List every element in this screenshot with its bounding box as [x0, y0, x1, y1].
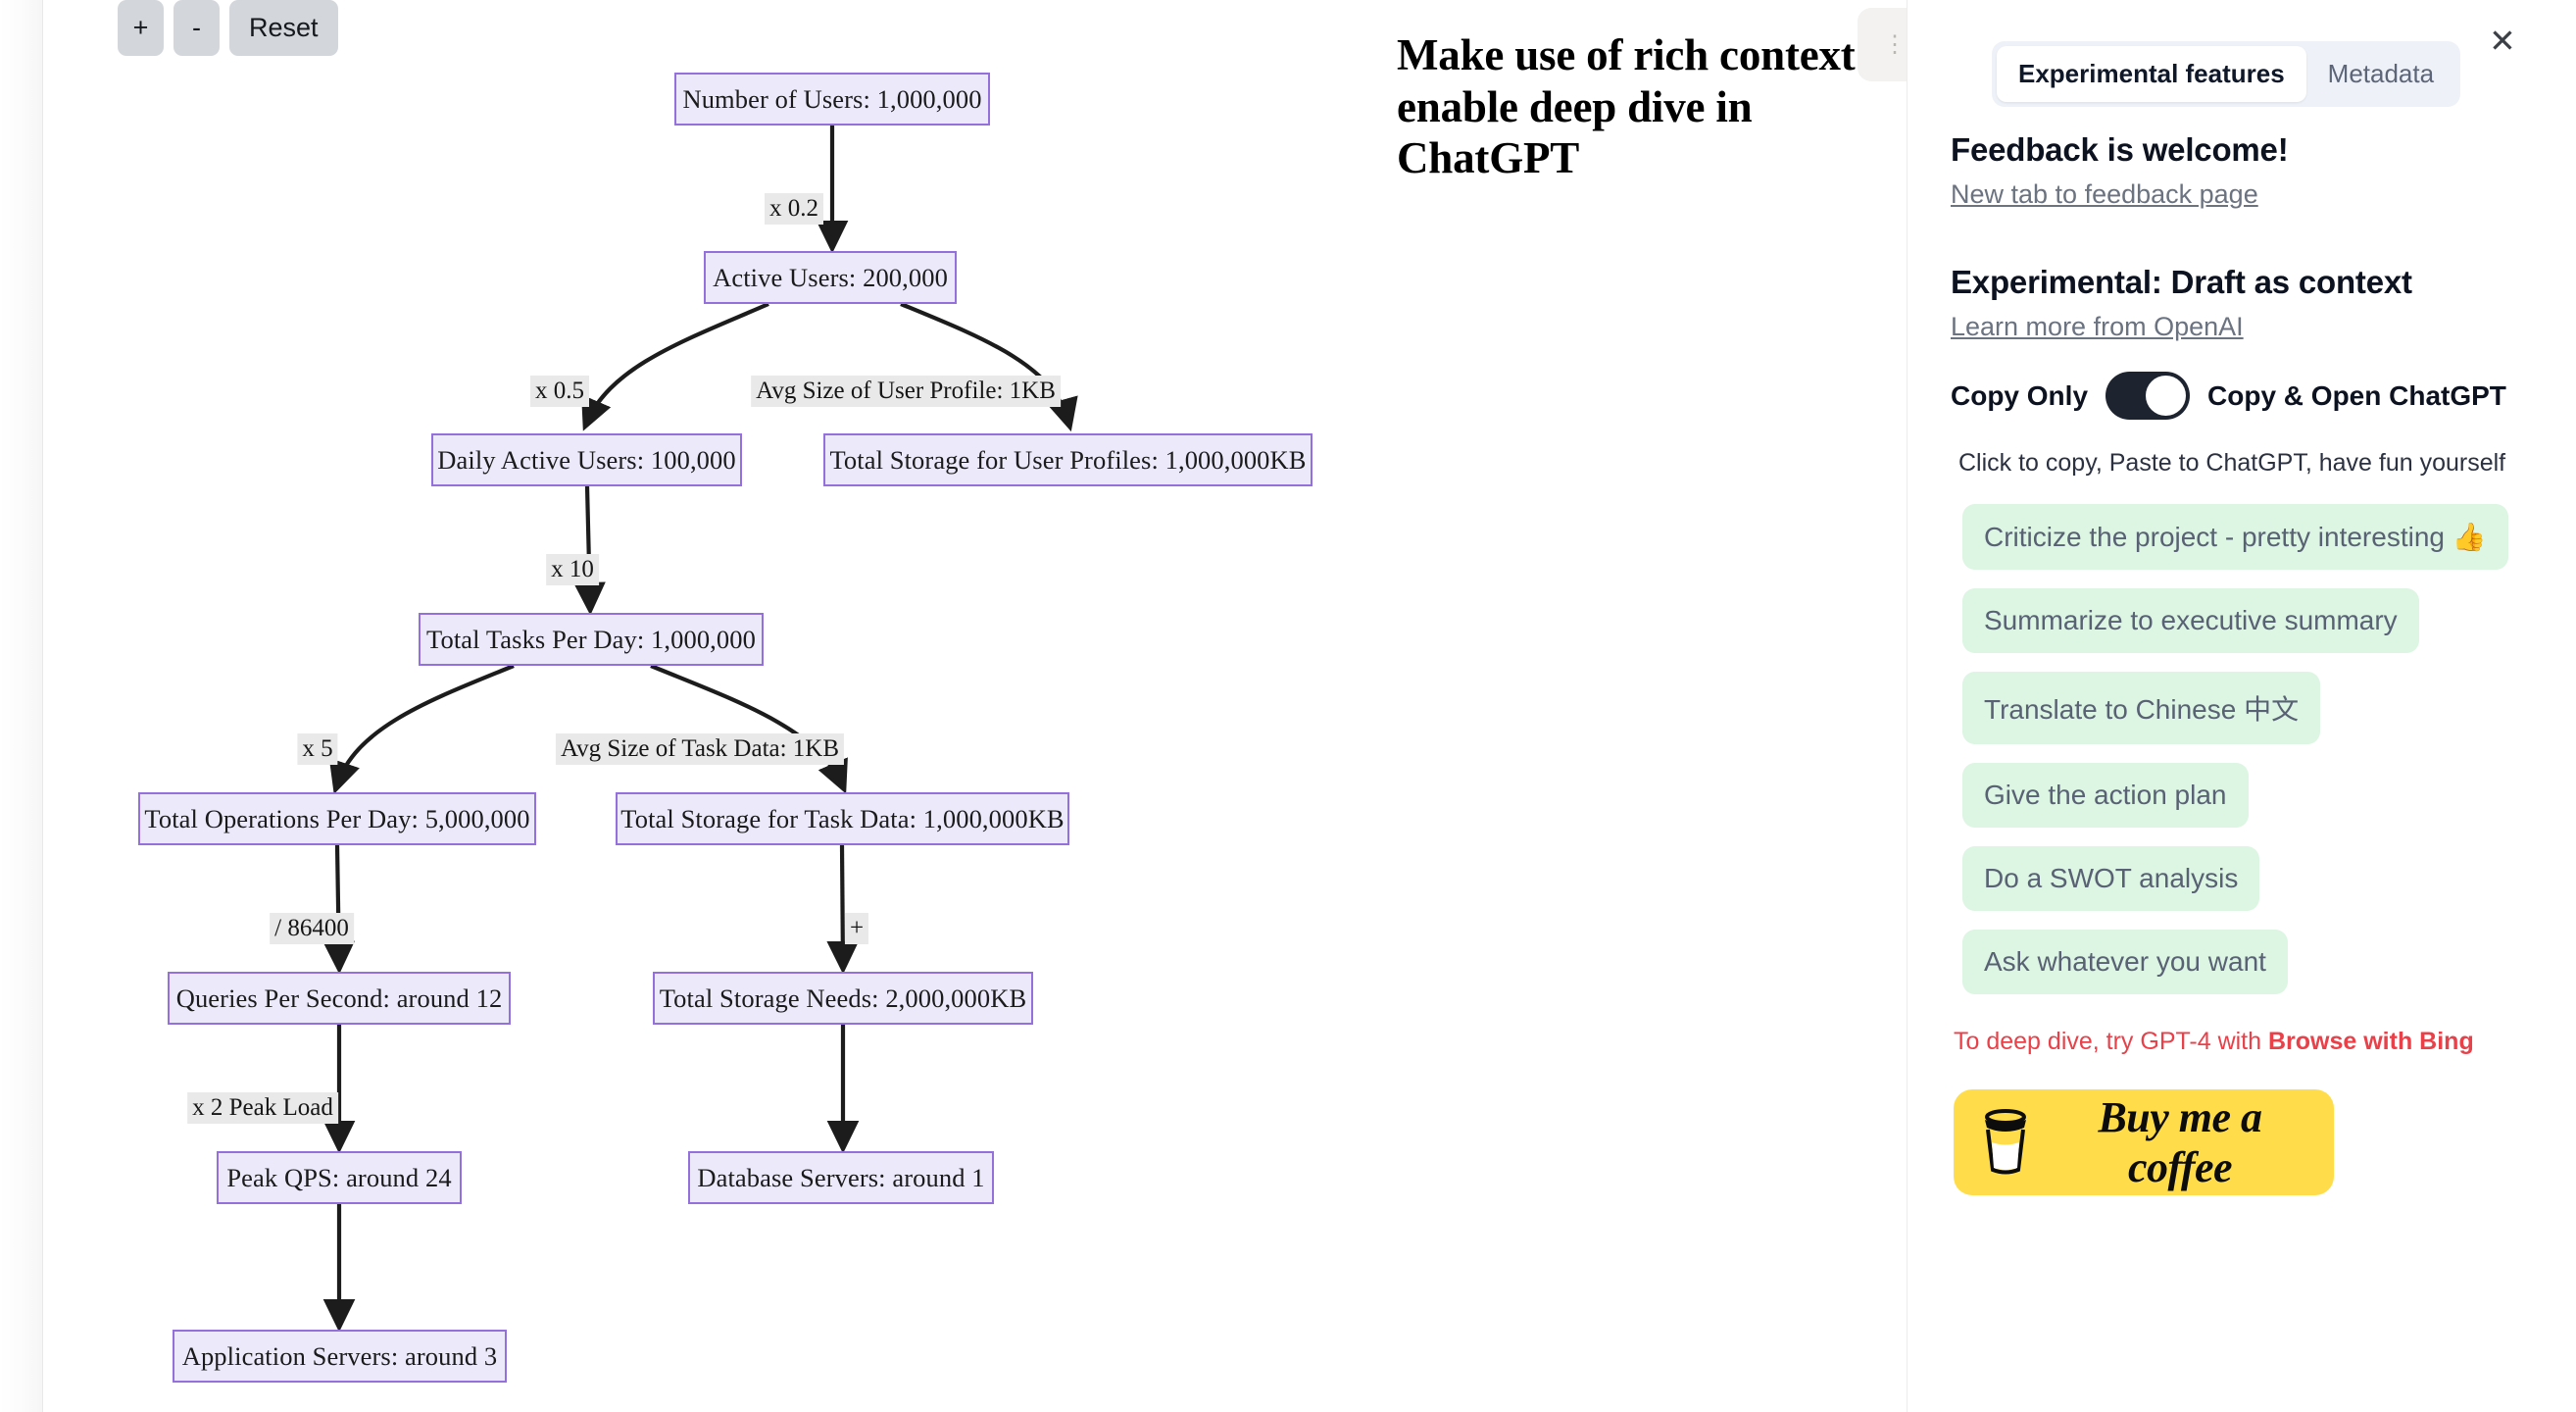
diagram-node[interactable]: Total Storage Needs: 2,000,000KB — [653, 972, 1033, 1025]
left-rail-divider — [0, 0, 43, 1412]
zoom-out-button[interactable]: - — [173, 0, 220, 56]
switch-knob — [2146, 376, 2187, 416]
coffee-button-label: Buy me a coffee — [2098, 1093, 2262, 1191]
side-panel: Experimental features Metadata ✕ Feedbac… — [1907, 0, 2576, 1412]
panel-header: Experimental features Metadata ✕ — [1951, 0, 2533, 114]
edge-label: x 5 — [297, 733, 338, 765]
panel-body: Feedback is welcome! New tab to feedback… — [1951, 131, 2533, 1195]
learn-more-link[interactable]: Learn more from OpenAI — [1951, 312, 2244, 341]
tab-experimental-features[interactable]: Experimental features — [1997, 46, 2306, 102]
action-ask-anything[interactable]: Ask whatever you want — [1962, 930, 2288, 994]
flowchart-diagram: Number of Users: 1,000,000 Active Users:… — [43, 0, 1906, 1412]
diagram-node[interactable]: Application Servers: around 3 — [173, 1330, 507, 1383]
deep-dive-prefix: To deep dive, try GPT-4 with — [1954, 1028, 2268, 1055]
diagram-node[interactable]: Database Servers: around 1 — [688, 1151, 994, 1204]
diagram-node[interactable]: Queries Per Second: around 12 — [168, 972, 511, 1025]
experimental-heading: Experimental: Draft as context — [1951, 264, 2412, 300]
tab-metadata[interactable]: Metadata — [2327, 59, 2435, 88]
diagram-node[interactable]: Active Users: 200,000 — [704, 251, 957, 304]
edge-label: / 86400 — [270, 913, 354, 944]
diagram-node[interactable]: Total Operations Per Day: 5,000,000 — [138, 792, 536, 845]
diagram-node[interactable]: Number of Users: 1,000,000 — [674, 73, 990, 126]
edge-label: x 0.2 — [765, 193, 823, 225]
diagram-node[interactable]: Total Storage for User Profiles: 1,000,0… — [823, 433, 1313, 486]
panel-tabs: Experimental features Metadata — [1992, 41, 2461, 107]
toggle-label-copy-only: Copy Only — [1951, 379, 2089, 411]
page-title: Make use of rich context to enable deep … — [1397, 30, 1903, 183]
edge-label: x 0.5 — [530, 376, 589, 407]
copy-mode-toggle-row: Copy Only Copy & Open ChatGPT — [1951, 372, 2533, 420]
coffee-cup-icon — [1977, 1107, 2034, 1179]
edge-label: Avg Size of Task Data: 1KB — [555, 733, 845, 765]
reset-zoom-button[interactable]: Reset — [229, 0, 338, 56]
action-translate-chinese[interactable]: Translate to Chinese 中文 — [1962, 672, 2321, 744]
copy-hint-text: Click to copy, Paste to ChatGPT, have fu… — [1958, 449, 2506, 477]
deep-dive-note: To deep dive, try GPT-4 with Browse with… — [1954, 1028, 2533, 1056]
toggle-label-copy-open-chatgpt: Copy & Open ChatGPT — [2207, 379, 2506, 411]
diagram-node[interactable]: Daily Active Users: 100,000 — [431, 433, 742, 486]
edge-label: x 2 Peak Load — [187, 1092, 338, 1124]
copy-mode-switch[interactable] — [2105, 372, 2191, 420]
action-summarize-executive[interactable]: Summarize to executive summary — [1962, 588, 2419, 653]
action-criticize-project[interactable]: Criticize the project - pretty interesti… — [1962, 504, 2508, 570]
deep-dive-bold: Browse with Bing — [2267, 1028, 2474, 1055]
diagram-node[interactable]: Total Storage for Task Data: 1,000,000KB — [616, 792, 1069, 845]
close-icon[interactable]: ✕ — [2489, 22, 2516, 59]
zoom-in-button[interactable]: + — [118, 0, 164, 56]
action-give-action-plan[interactable]: Give the action plan — [1962, 763, 2249, 828]
edge-label: x 10 — [546, 554, 599, 585]
buy-me-a-coffee-button[interactable]: Buy me a coffee — [1954, 1089, 2334, 1195]
edge-label: Avg Size of User Profile: 1KB — [751, 376, 1061, 407]
feedback-page-link[interactable]: New tab to feedback page — [1951, 179, 2258, 209]
action-swot-analysis[interactable]: Do a SWOT analysis — [1962, 846, 2260, 911]
diagram-node[interactable]: Total Tasks Per Day: 1,000,000 — [419, 613, 764, 666]
diagram-edges — [322, 126, 1078, 1333]
edge-label: + — [844, 913, 869, 944]
diagram-node[interactable]: Peak QPS: around 24 — [217, 1151, 462, 1204]
action-prompt-list: Criticize the project - pretty interesti… — [1951, 504, 2533, 994]
feedback-heading: Feedback is welcome! — [1951, 131, 2289, 168]
zoom-toolbar: + - Reset — [118, 0, 338, 56]
